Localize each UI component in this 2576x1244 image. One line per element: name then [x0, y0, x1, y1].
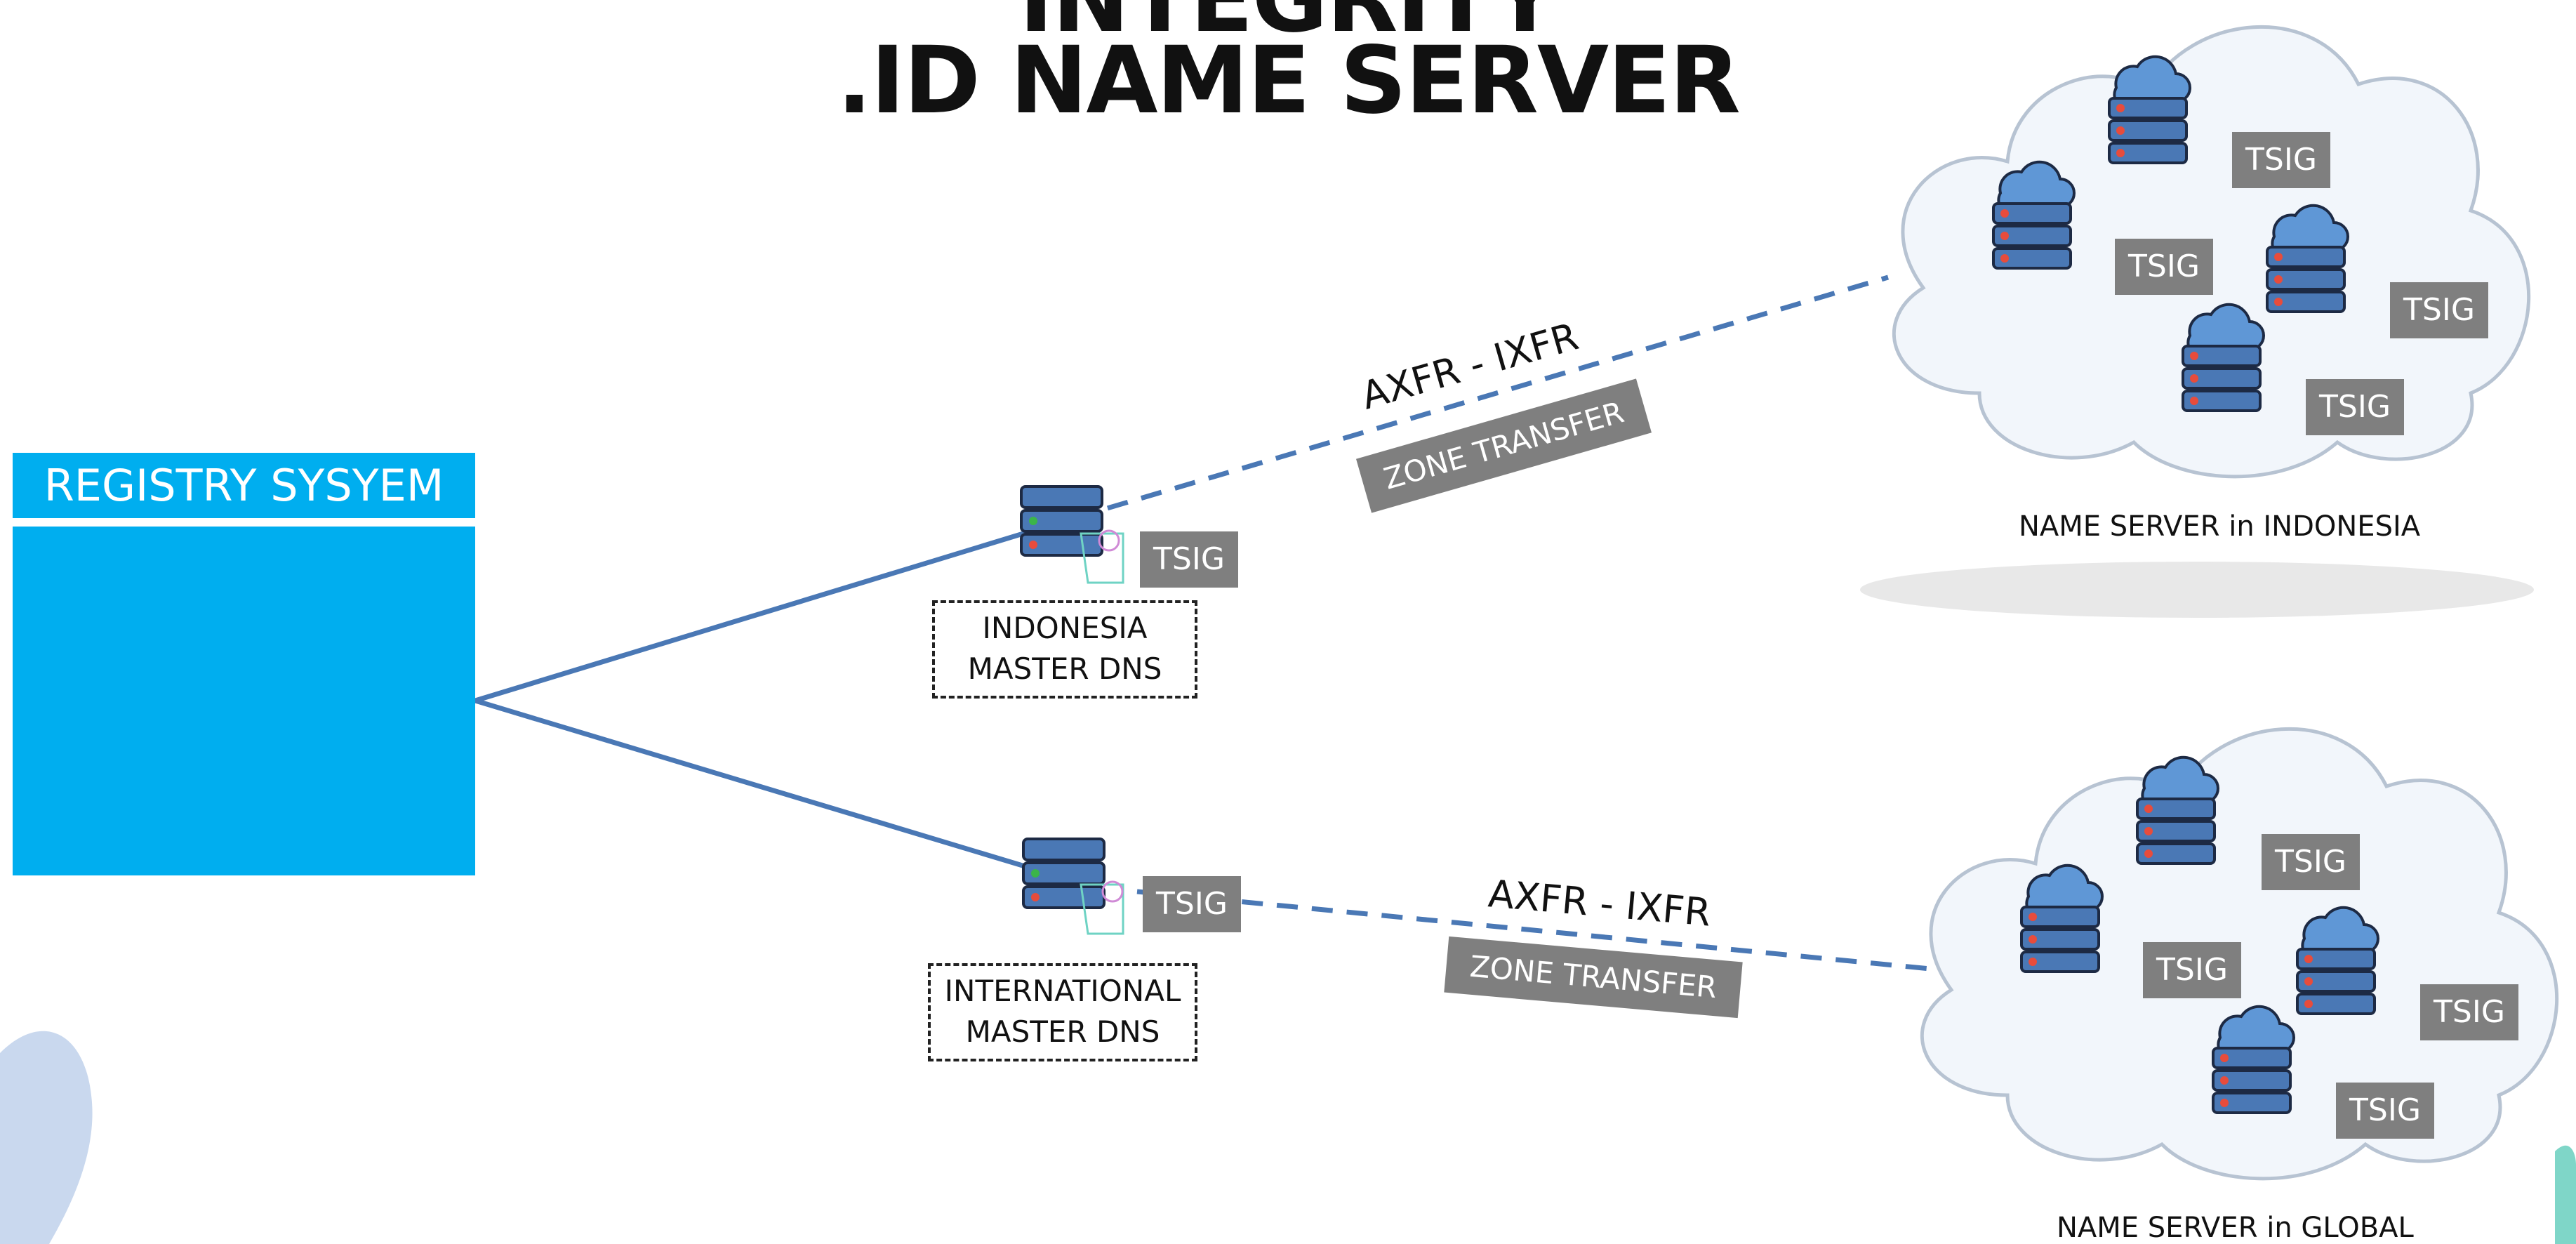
- international-master-dns-line2: MASTER DNS: [965, 1014, 1160, 1049]
- registry-system-label: REGISTRY SYSYEM: [13, 453, 475, 518]
- cloud-server-tsig-badge: TSIG: [2420, 984, 2518, 1040]
- page-title-line1: INTEGRITY: [0, 0, 2576, 53]
- cloud-server-icon: [2260, 198, 2351, 320]
- cloud-server-tsig-badge: TSIG: [2390, 282, 2488, 338]
- decorative-accent-right: [2555, 1145, 2576, 1244]
- cloud-server-tsig-badge: TSIG: [2143, 942, 2241, 998]
- cloud-server-icon: [2014, 858, 2106, 980]
- cloud-server-icon: [2176, 297, 2267, 419]
- global-cloud-caption: NAME SERVER in GLOBAL: [2057, 1212, 2414, 1244]
- zone-transfer-line-top: [1073, 274, 1889, 521]
- cloud-server-icon: [1986, 154, 2078, 277]
- international-master-server-icon: [1022, 838, 1124, 935]
- cloud-server-tsig-badge: TSIG: [2232, 132, 2330, 188]
- registry-system-panel: [13, 527, 475, 875]
- indonesia-master-dns-line2: MASTER DNS: [967, 651, 1162, 686]
- cloud-server-tsig-badge: TSIG: [2262, 834, 2360, 890]
- cloud-server-tsig-badge: TSIG: [2115, 239, 2213, 295]
- indonesia-master-server-icon: [1020, 485, 1124, 584]
- zone-transfer-line-bottom: [1136, 889, 1931, 972]
- international-master-tsig-badge: TSIG: [1143, 876, 1241, 932]
- cloud-server-tsig-badge: TSIG: [2306, 379, 2404, 435]
- page-title-line2: .ID NAME SERVER: [837, 27, 1741, 135]
- cloud-server-icon: [2290, 900, 2382, 1022]
- cloud-server-icon: [2130, 750, 2222, 872]
- registry-to-indonesia-line: [474, 515, 1075, 703]
- indonesia-master-dns-line1: INDONESIA: [982, 611, 1148, 645]
- cloud-server-icon: [2102, 49, 2193, 171]
- cloud-shadow-indonesia: [1860, 562, 2534, 618]
- international-master-dns-label: INTERNATIONAL MASTER DNS: [928, 963, 1197, 1061]
- indonesia-master-tsig-badge: TSIG: [1140, 531, 1238, 588]
- decorative-blob: [0, 1031, 93, 1244]
- registry-to-international-line: [474, 698, 1075, 884]
- cloud-server-tsig-badge: TSIG: [2336, 1083, 2434, 1139]
- indonesia-cloud-caption: NAME SERVER in INDONESIA: [2019, 510, 2421, 543]
- cloud-server-icon: [2206, 999, 2297, 1121]
- international-master-dns-line1: INTERNATIONAL: [944, 974, 1181, 1008]
- indonesia-master-dns-label: INDONESIA MASTER DNS: [932, 600, 1197, 699]
